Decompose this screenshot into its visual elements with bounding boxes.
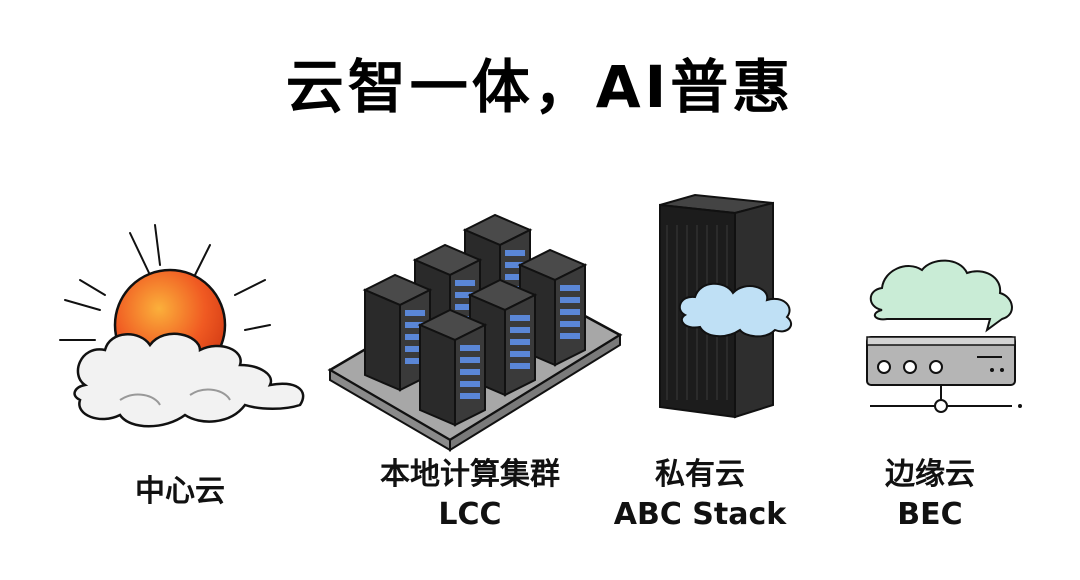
label-edge-cloud: 边缘云 BEC [885, 457, 975, 532]
page-title: 云智一体，AI普惠 [285, 53, 795, 121]
server-rack-cloud-icon [659, 193, 793, 419]
label-lcc: 本地计算集群 LCC [380, 457, 560, 532]
edge-device-cloud-icon [866, 259, 1022, 413]
server-cluster-icon [327, 213, 623, 452]
label-central-cloud: 中心云 [135, 474, 225, 509]
label-private-cloud: 私有云 ABC Stack [613, 457, 787, 532]
server-unit [362, 213, 588, 427]
sun-cloud-icon [59, 224, 305, 428]
